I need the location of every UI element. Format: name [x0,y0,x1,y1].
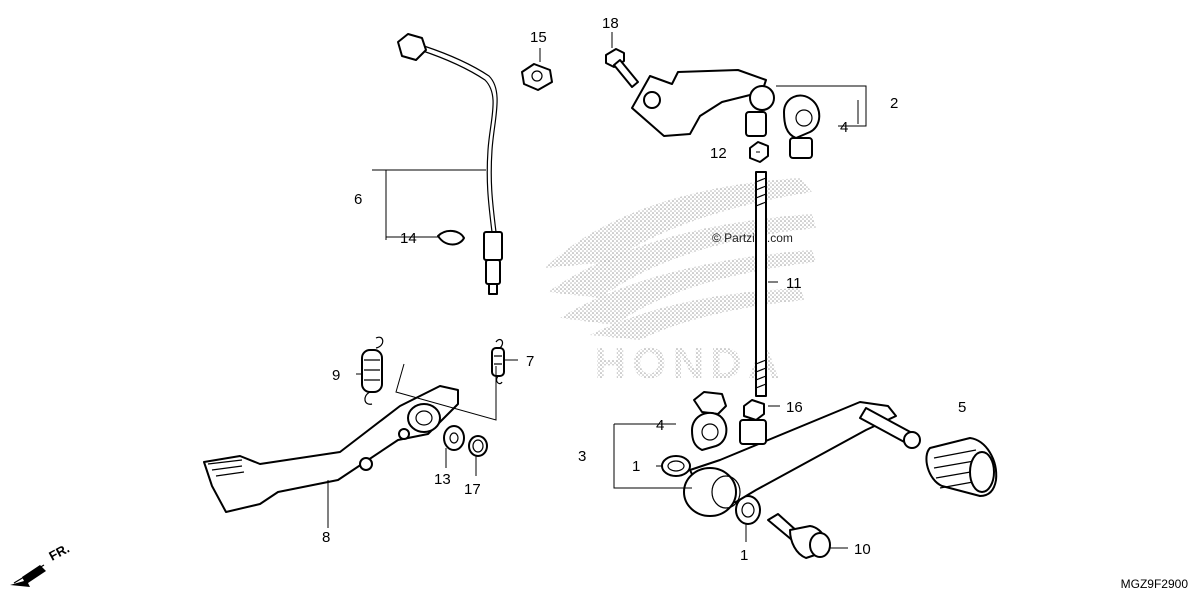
tension-spring-part [491,338,505,385]
diagram-code: MGZ9F2900 [1121,577,1189,591]
callout-13: 13 [434,471,451,488]
callout-8: 8 [322,529,330,546]
oil-seal-ring-a [661,455,691,477]
nut-part-bottom [743,399,765,421]
callout-6: 6 [354,191,362,208]
callout-5: 5 [958,399,966,416]
callout-3: 3 [578,448,586,465]
snap-ring-part [468,435,488,457]
callout-9: 9 [332,367,340,384]
leader-lines [327,32,867,549]
callout-7: 7 [526,353,534,370]
callout-14: 14 [400,230,417,247]
callout-12: 12 [710,145,727,162]
sensor-cable-assembly [397,33,503,295]
watermark-brand-text: HONDA [594,339,785,388]
callout-18: 18 [602,15,619,32]
callout-15: 15 [530,29,547,46]
callout-4b: 4 [656,417,664,434]
callout-1b: 1 [740,547,748,564]
honda-wing-watermark [545,178,816,340]
pivot-bolt-part [767,513,831,559]
callout-10: 10 [854,541,871,558]
watermark-site-text: © Partzilla.com [712,231,793,245]
clip-part [437,230,465,246]
callout-1a: 1 [632,458,640,475]
clamp-part [521,63,553,91]
brake-pedal-part [203,385,459,513]
pedal-rubber-part [925,437,998,497]
front-direction-label: FR. [46,541,72,564]
tie-rod-part [755,171,767,397]
gearshift-pedal-part [683,401,921,517]
return-spring-part [361,336,384,405]
callout-2: 2 [890,95,898,112]
callout-17: 17 [464,481,481,498]
oil-seal-ring-b [735,495,761,525]
callout-16: 16 [786,399,803,416]
shift-arm-part [631,69,775,137]
washer-part [443,425,465,451]
joint-part-top [783,94,821,159]
joint-part-bottom [691,391,728,451]
bolt-part [605,48,639,88]
callout-11: 11 [786,275,802,292]
callout-4a: 4 [840,119,848,136]
front-direction-arrow-icon [10,564,46,587]
